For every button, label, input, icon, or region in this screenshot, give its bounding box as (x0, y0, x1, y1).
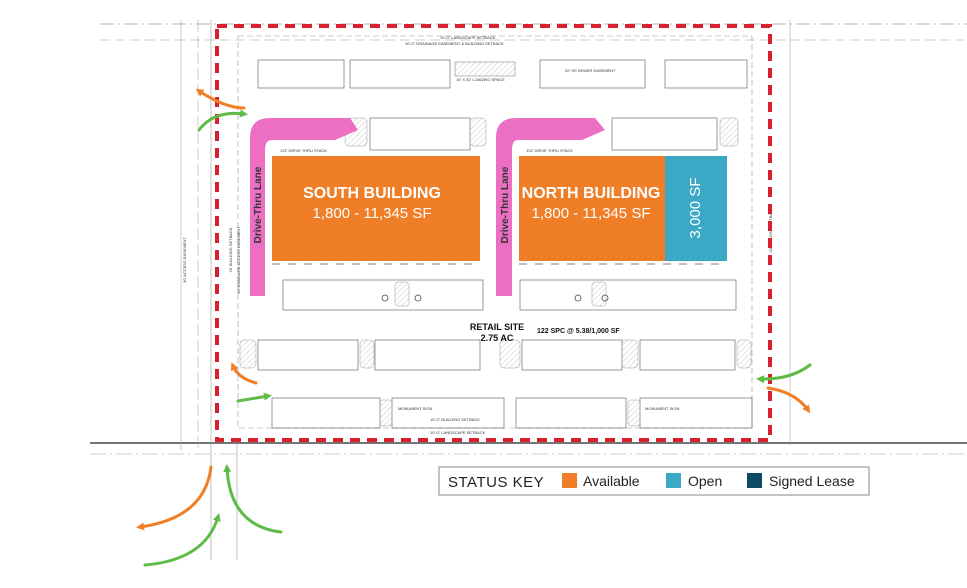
top-drainage-setback: 10'-0" DRAINAGE EASEMENT & BUILDING SETB… (405, 41, 504, 46)
north-building-size-range: 1,800 - 11,345 SF (532, 205, 651, 222)
parking-top-row (257, 59, 748, 89)
site-acreage: 2.75 AC (481, 333, 514, 343)
loading-space (454, 61, 516, 77)
sewer-easement-label: 20' SS SEWER EASEMENT (565, 68, 616, 73)
road-lines (90, 20, 967, 560)
accessible-parking-icons (381, 294, 609, 302)
north-drive-thru-lane (496, 118, 605, 296)
south-drive-thru-label: Drive-Thru Lane (253, 166, 264, 243)
status-key: STATUS KEY Available Open Signed Lease (438, 466, 870, 496)
parking-lower-middle (257, 339, 736, 371)
bottom-landscape-setback: 10'-0" LANDSCAPE SETBACK (430, 430, 486, 435)
south-drive-thru-stack: 132' DRIVE THRU STACK (280, 148, 327, 153)
landscape-islands (239, 117, 752, 427)
left-building-setback: 20' BUILDING SETBACK (228, 227, 233, 272)
status-available-label: Available (583, 473, 640, 489)
status-signed-lease-swatch (747, 473, 762, 488)
status-available-swatch (562, 473, 577, 488)
monument-sign-west: MONUMENT SIGN (398, 406, 432, 411)
south-drive-thru-lane (250, 118, 358, 296)
north-drive-thru-stack: 132' DRIVE THRU STACK (526, 148, 573, 153)
parking-below-buildings (282, 279, 737, 311)
north-building-title: NORTH BUILDING (522, 185, 661, 202)
status-signed-lease-label: Signed Lease (769, 473, 855, 489)
south-building-title: SOUTH BUILDING (303, 185, 441, 202)
status-open-swatch (666, 473, 681, 488)
left-drainage-easement: 30' DRAINAGE ACCESS EASEMENT (236, 226, 241, 294)
site-name: RETAIL SITE (470, 322, 524, 332)
north-drive-thru-label: Drive-Thru Lane (500, 166, 511, 243)
status-open-label: Open (688, 473, 722, 489)
status-key-title: STATUS KEY (448, 474, 544, 491)
left-access-easement: 30' ACCESS EASEMENT (182, 237, 187, 283)
south-building[interactable] (272, 156, 480, 261)
bottom-building-setback: 10'-0" BUILDING SETBACK (430, 417, 480, 422)
top-landscape-setback: 10'-0" LANDSCAPE SETBACK (440, 35, 496, 40)
site-parking-ratio: 122 SPC @ 5.38/1,000 SF (537, 328, 620, 335)
south-building-size-range: 1,800 - 11,345 SF (313, 205, 432, 222)
loading-space-label: 10' X 30' LOADING SPACE (456, 77, 505, 82)
traffic-arrows (136, 88, 812, 567)
north-building[interactable] (519, 156, 665, 261)
monument-sign-east: MONUMENT SIGN (645, 406, 679, 411)
parking-bottom-row (271, 397, 753, 429)
property-line (215, 24, 772, 442)
open-suite-block[interactable] (665, 156, 727, 261)
open-suite-size: 3,000 SF (687, 178, 704, 239)
